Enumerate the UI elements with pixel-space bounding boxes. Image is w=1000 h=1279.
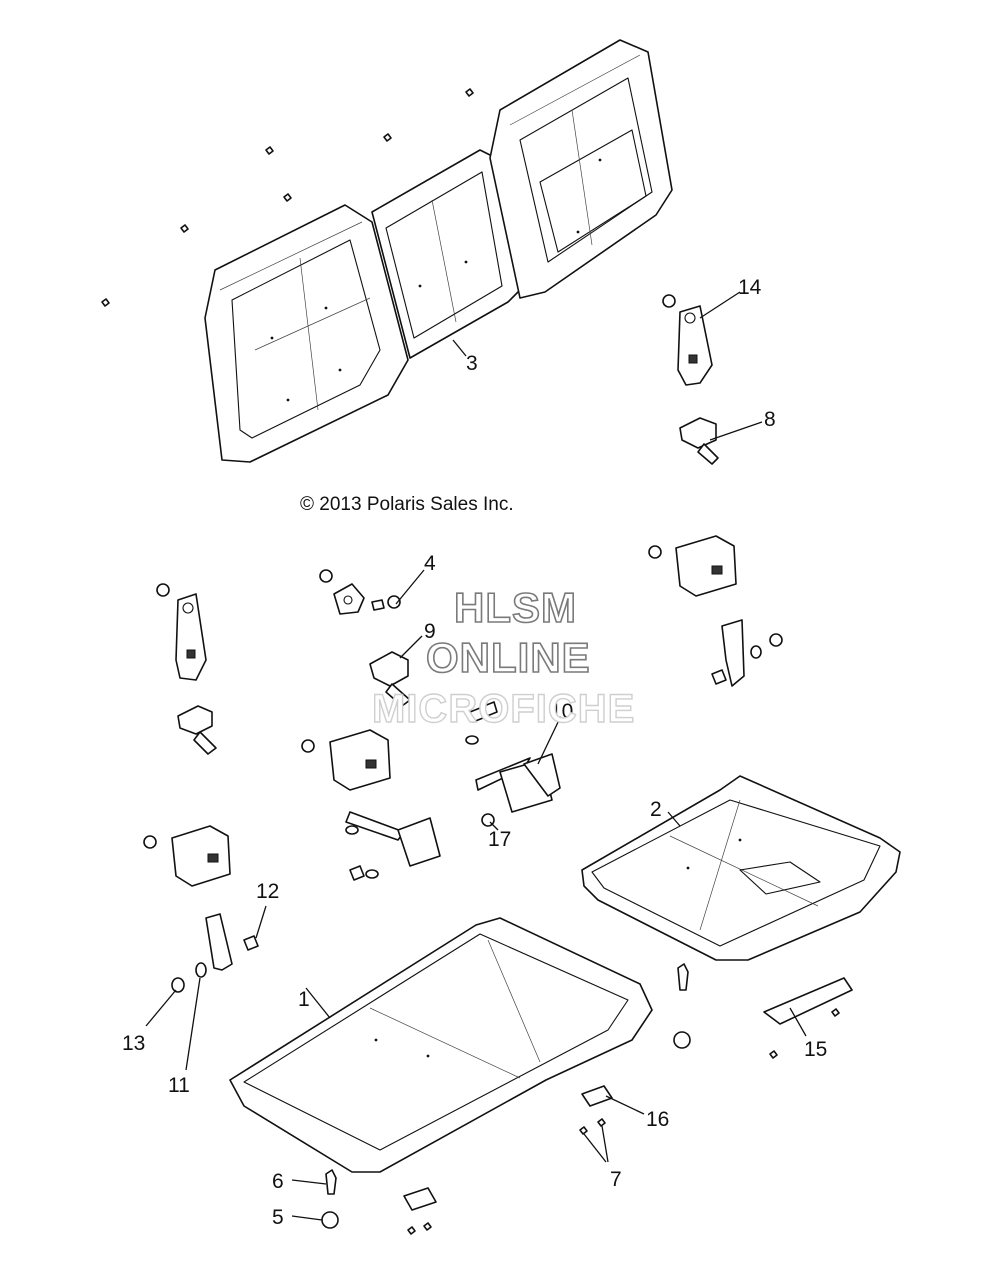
seat-belt-buckle-center xyxy=(369,651,411,707)
seat-bottom-right xyxy=(581,775,901,1059)
seat-belt-retractor-left xyxy=(156,583,207,681)
callout-1: 1 xyxy=(298,988,310,1011)
watermark-line-1: HLSM xyxy=(454,584,577,631)
callout-12: 12 xyxy=(256,880,279,903)
lap-belt-retractor-center xyxy=(301,729,441,881)
callout-10: 10 xyxy=(550,700,573,723)
callout-14: 14 xyxy=(738,276,762,299)
callout-9: 9 xyxy=(424,620,436,643)
callout-3: 3 xyxy=(466,352,478,375)
seat-back-assembly xyxy=(101,39,673,463)
belt-anchor-center-top xyxy=(319,569,401,615)
watermark-line-3: MICROFICHE xyxy=(372,687,635,731)
callout-5: 5 xyxy=(272,1206,284,1229)
callout-labels: 1 2 3 4 5 6 7 8 9 10 11 12 13 14 15 16 1… xyxy=(122,276,827,1229)
belt-buckle-assembly-center xyxy=(465,701,561,827)
callout-4: 4 xyxy=(424,552,436,575)
lap-belt-anchor-right xyxy=(648,535,783,687)
callout-6: 6 xyxy=(272,1170,284,1193)
callout-7: 7 xyxy=(610,1168,622,1191)
seat-belt-buckle-upper-right xyxy=(679,417,719,465)
watermark-line-2: ONLINE xyxy=(426,634,591,681)
copyright-notice: © 2013 Polaris Sales Inc. xyxy=(300,494,514,515)
leader-lines xyxy=(145,291,807,1221)
callout-13: 13 xyxy=(122,1032,145,1055)
watermark: HLSM ONLINE MICROFICHE xyxy=(371,583,635,732)
lap-belt-anchor-left xyxy=(143,825,259,993)
callout-8: 8 xyxy=(764,408,776,431)
callout-16: 16 xyxy=(646,1108,669,1131)
callout-2: 2 xyxy=(650,798,662,821)
seat-belt-buckle-left xyxy=(177,705,217,755)
seat-belt-retractor-upper-right xyxy=(662,294,713,386)
back-screw-group xyxy=(101,88,474,307)
callout-11: 11 xyxy=(168,1074,190,1097)
seat-bottom-left xyxy=(229,917,653,1235)
callout-17: 17 xyxy=(488,828,511,851)
callout-15: 15 xyxy=(804,1038,827,1061)
